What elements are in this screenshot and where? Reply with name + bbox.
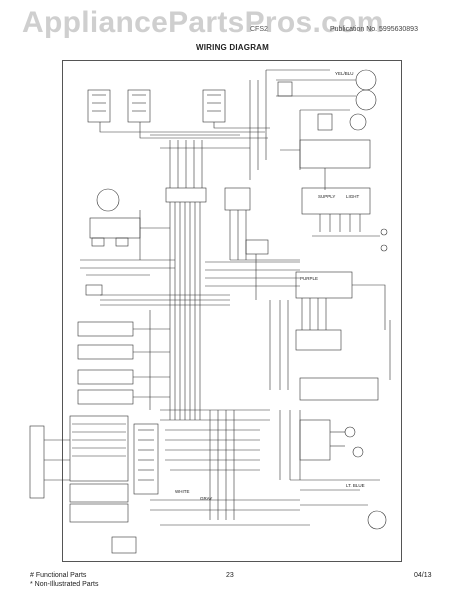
connector-block	[127, 89, 151, 123]
wire-label: LIGHT	[346, 194, 360, 199]
page-number: 23	[226, 572, 234, 579]
ice-maker-symbol	[96, 188, 120, 212]
motor-symbol	[355, 89, 377, 111]
wire-label: LT. BLUE	[346, 483, 365, 488]
dispenser-module	[299, 377, 379, 401]
diagram-frame	[62, 60, 402, 562]
condenser-module	[299, 139, 371, 169]
non-illustrated-note: * Non-Illustrated Parts	[30, 581, 99, 588]
watermark: AppliancePartsPros.com	[22, 6, 384, 39]
wire-label: SUPPLY	[318, 194, 335, 199]
wire-label: WHITE	[175, 489, 190, 494]
control-board	[69, 415, 129, 482]
page-title: WIRING DIAGRAM	[196, 43, 270, 52]
wire-label: PURPLE	[300, 276, 318, 281]
wire-label: GRAY	[200, 496, 212, 501]
wire-label: YEL/BLU	[335, 71, 354, 76]
functional-parts-note: # Functional Parts	[30, 572, 87, 579]
motor-symbol	[349, 113, 367, 131]
side-connector	[29, 425, 45, 499]
fan-symbol	[367, 510, 387, 530]
publication-number: Publication No. 5995630893	[330, 26, 418, 33]
connector-block	[87, 89, 111, 123]
revision-date: 04/13	[414, 572, 432, 579]
supply-block	[301, 187, 371, 215]
model-label: CFS2	[250, 26, 268, 33]
motor-symbol	[355, 69, 377, 91]
